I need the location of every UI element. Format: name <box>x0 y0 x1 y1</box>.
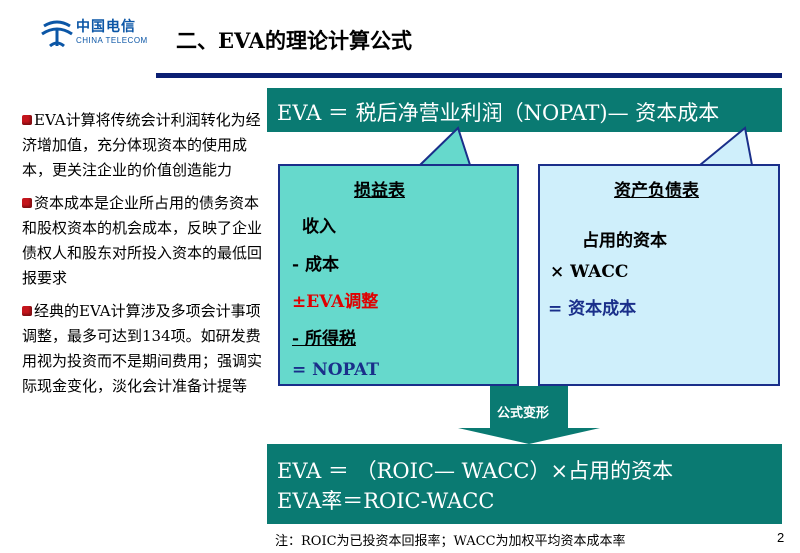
income-row-nopat: = NOPAT <box>292 360 379 380</box>
bullet-text: EVA计算将传统会计利润转化为经济增加值，充分体现资本的使用成本，更关注企业的价… <box>22 111 261 179</box>
title-divider <box>156 73 782 78</box>
bullet-marker-icon <box>22 115 32 125</box>
logo-english: CHINA TELECOM <box>76 36 148 45</box>
bullet-marker-icon <box>22 198 32 208</box>
bullet-text: 资本成本是企业所占用的债务资本和股权资本的机会成本，反映了企业债权人和股东对所投… <box>22 194 263 287</box>
result-line-2: EVA率＝ROIC-WACC <box>277 489 495 513</box>
income-row-revenue: 收入 <box>302 217 336 237</box>
bullet-marker-icon <box>22 306 32 316</box>
income-row-tax: - 所得税 <box>292 329 356 349</box>
eva-formula-bar: EVA ＝ 税后净营业利润（NOPAT)— 资本成本 <box>267 88 782 132</box>
bullet-list: EVA计算将传统会计利润转化为经济增加值，充分体现资本的使用成本，更关注企业的价… <box>22 108 268 407</box>
bullet-item: 资本成本是企业所占用的债务资本和股权资本的机会成本，反映了企业债权人和股东对所投… <box>22 191 268 291</box>
balance-row-capital: 占用的资本 <box>582 231 667 251</box>
income-statement-box: 损益表 收入 - 成本 ±EVA调整 - 所得税 = NOPAT <box>278 164 519 386</box>
bullet-text: 经典的EVA计算涉及多项会计事项调整，最多可达到134项。如研发费用视为投资而不… <box>22 302 263 395</box>
eva-result-bar: EVA ＝ （ROIC— WACC）×占用的资本 EVA率＝ROIC-WACC <box>267 444 782 524</box>
china-telecom-emblem-icon <box>41 20 73 48</box>
income-row-cost: - 成本 <box>292 255 339 275</box>
balance-sheet-header: 资产负债表 <box>614 181 699 201</box>
income-statement-header: 损益表 <box>354 181 405 201</box>
footnote: 注：ROIC为已投资本回报率；WACC为加权平均资本成本率 <box>275 534 626 549</box>
slide-title: 二、EVA的理论计算公式 <box>176 28 412 53</box>
income-callout-pointer <box>420 128 470 166</box>
balance-row-wacc: × WACC <box>550 262 629 282</box>
income-row-eva-adjust: ±EVA调整 <box>292 292 379 312</box>
balance-row-capital-cost: = 资本成本 <box>548 299 637 319</box>
logo-chinese: 中国电信 <box>76 19 136 35</box>
balance-callout-pointer <box>700 128 752 166</box>
transform-label: 公式变形 <box>497 406 550 421</box>
bullet-item: EVA计算将传统会计利润转化为经济增加值，充分体现资本的使用成本，更关注企业的价… <box>22 108 268 183</box>
balance-sheet-box: 资产负债表 占用的资本 × WACC = 资本成本 <box>538 164 780 386</box>
page-number: 2 <box>777 530 785 545</box>
china-telecom-logo: 中国电信 CHINA TELECOM <box>40 14 160 54</box>
bullet-item: 经典的EVA计算涉及多项会计事项调整，最多可达到134项。如研发费用视为投资而不… <box>22 299 268 399</box>
result-line-1: EVA ＝ （ROIC— WACC）×占用的资本 <box>277 459 674 483</box>
